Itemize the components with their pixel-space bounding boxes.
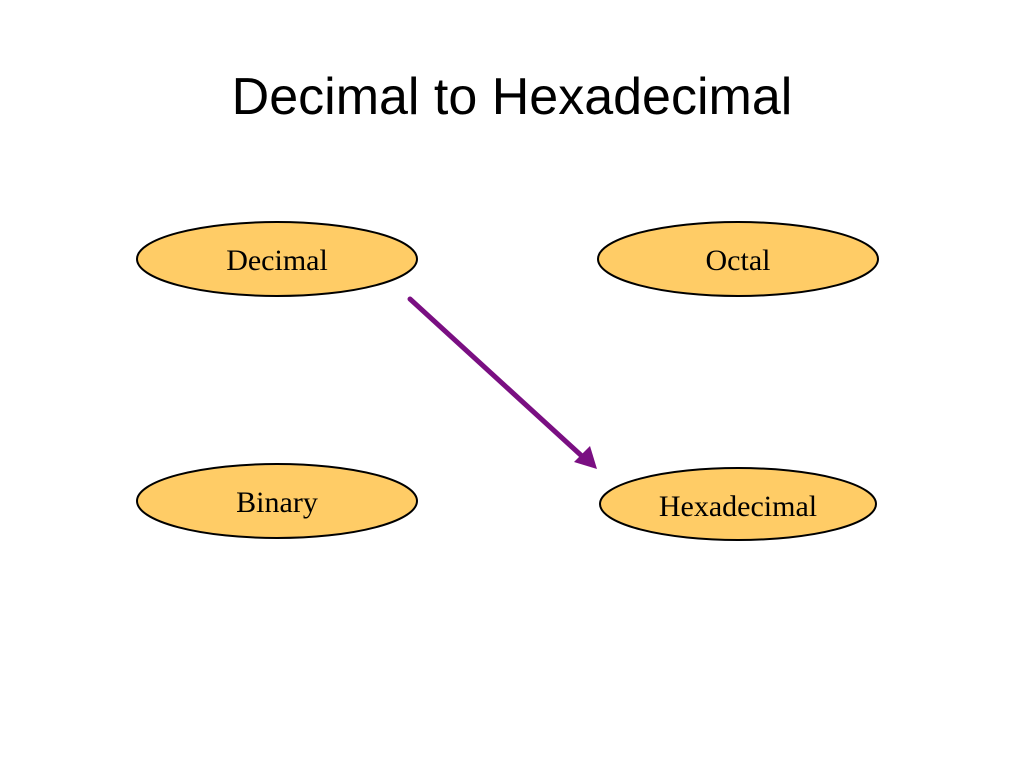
node-binary-shape xyxy=(136,463,418,539)
node-octal-shape xyxy=(597,221,879,297)
arrow-shaft xyxy=(407,296,587,461)
node-decimal-label: Decimal xyxy=(226,244,328,277)
node-decimal-shape xyxy=(136,221,418,297)
arrow-head-icon xyxy=(574,446,597,469)
node-octal-label: Octal xyxy=(706,244,771,277)
slide-title: Decimal to Hexadecimal xyxy=(231,68,793,126)
node-octal: Octal xyxy=(597,221,879,297)
node-binary: Binary xyxy=(136,463,418,539)
node-hexadecimal-shape xyxy=(599,467,877,541)
node-hexadecimal-label: Hexadecimal xyxy=(659,490,817,523)
edge-decimal-to-hexadecimal xyxy=(407,296,597,469)
node-hexadecimal: Hexadecimal xyxy=(599,467,877,541)
node-binary-label: Binary xyxy=(236,486,318,519)
node-decimal: Decimal xyxy=(136,221,418,297)
